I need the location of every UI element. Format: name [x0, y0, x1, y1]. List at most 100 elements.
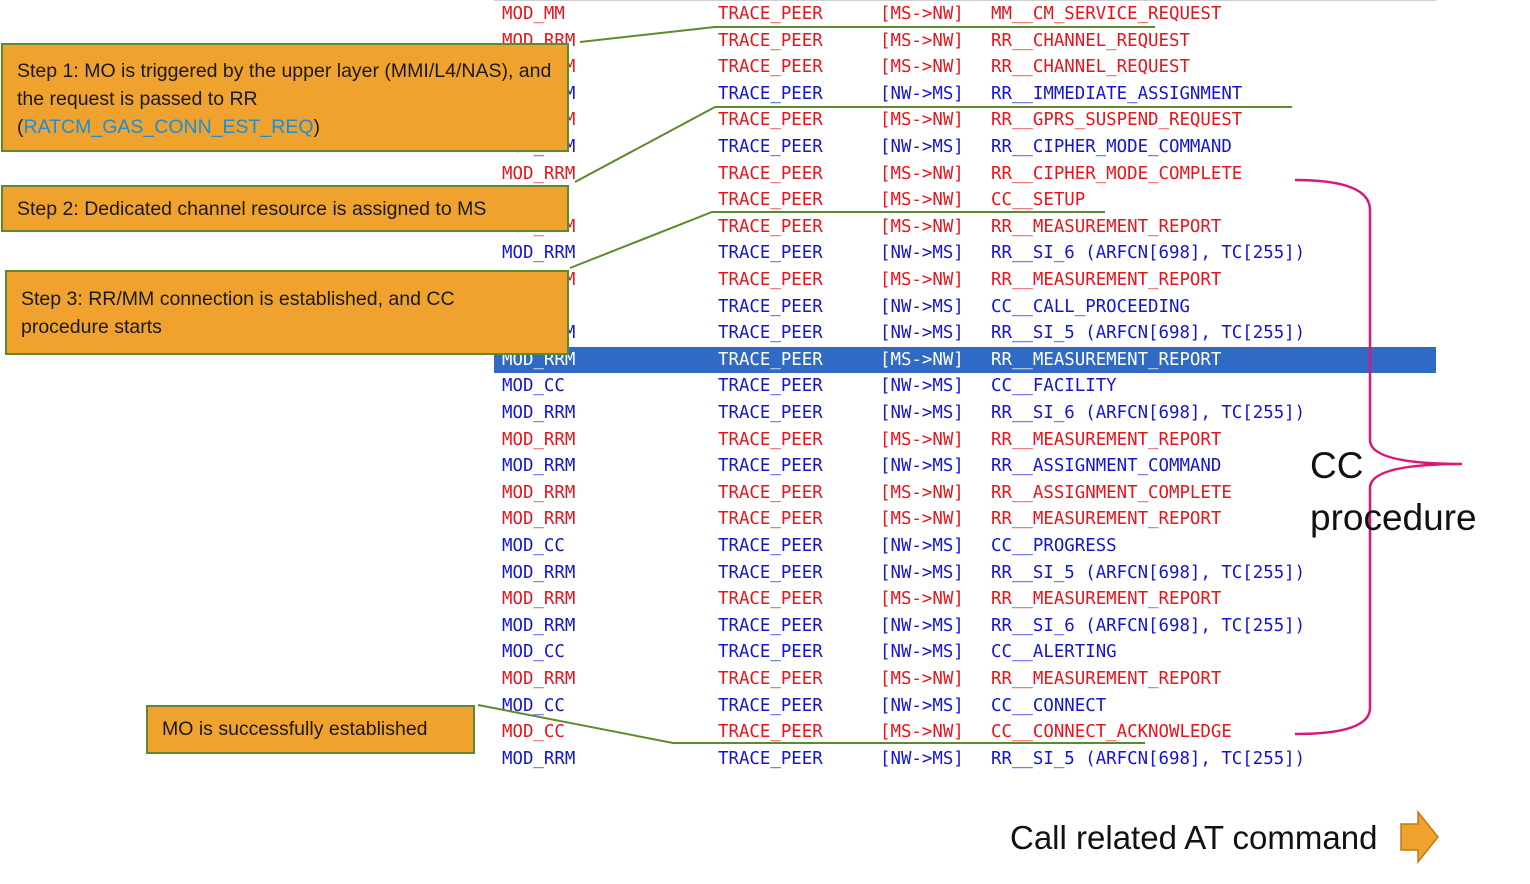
trace-message-cell: RR__CIPHER_MODE_COMPLETE [991, 163, 1243, 184]
trace-direction-cell: [MS->NW] [880, 589, 964, 610]
trace-direction-cell: [MS->NW] [880, 349, 964, 370]
trace-message-cell: RR__IMMEDIATE_ASSIGNMENT [991, 83, 1243, 104]
trace-message-cell: RR__CHANNEL_REQUEST [991, 30, 1190, 51]
trace-message-cell: RR__SI_5 (ARFCN[698], TC[255]) [991, 323, 1306, 344]
trace-type-cell: TRACE_PEER [718, 589, 823, 610]
trace-type-cell: TRACE_PEER [718, 695, 823, 716]
step3-text: Step 3: RR/MM connection is established,… [21, 288, 455, 338]
trace-message-cell: RR__SI_6 (ARFCN[698], TC[255]) [991, 243, 1306, 264]
trace-message-cell: RR__SI_5 (ARFCN[698], TC[255]) [991, 748, 1306, 769]
step2-leader-line [574, 106, 1292, 183]
trace-message-cell: CC__SETUP [991, 190, 1086, 211]
step1-request-name: RATCM_GAS_CONN_EST_REQ [23, 116, 314, 138]
trace-row[interactable]: MOD_RRMTRACE_PEER[NW->MS]RR__CIPHER_MODE… [494, 134, 1436, 161]
trace-row[interactable]: MOD_CCTRACE_PEER[NW->MS]CC__CALL_PROCEED… [494, 294, 1436, 321]
trace-type-cell: TRACE_PEER [718, 669, 823, 689]
trace-type-cell: TRACE_PEER [718, 509, 823, 530]
trace-type-cell: TRACE_PEER [718, 456, 823, 477]
trace-type-cell: TRACE_PEER [718, 190, 823, 211]
trace-direction-cell: [MS->NW] [880, 669, 964, 689]
trace-message-cell: RR__ASSIGNMENT_COMMAND [991, 456, 1222, 477]
trace-direction-cell: [NW->MS] [880, 296, 964, 317]
trace-message-cell: RR__CHANNEL_REQUEST [991, 57, 1190, 78]
trace-module-cell: MOD_MM [502, 4, 565, 24]
trace-type-cell: TRACE_PEER [718, 57, 823, 78]
trace-direction-cell: [NW->MS] [880, 456, 964, 477]
trace-message-cell: CC__ALERTING [991, 642, 1117, 663]
arrow-right-icon[interactable] [1400, 810, 1440, 864]
trace-message-cell: RR__MEASUREMENT_REPORT [991, 216, 1222, 237]
trace-type-cell: TRACE_PEER [718, 642, 823, 663]
call-related-at-command-link[interactable]: Call related AT command [1010, 819, 1378, 856]
trace-type-cell: TRACE_PEER [718, 296, 823, 317]
trace-module-cell: MOD_CC [502, 536, 565, 556]
step3-leader-line [569, 211, 1105, 269]
trace-type-cell: TRACE_PEER [718, 403, 823, 423]
trace-module-cell: MOD_RRM [502, 163, 576, 184]
trace-direction-cell: [NW->MS] [880, 748, 964, 769]
established-callout: MO is successfully established [146, 705, 475, 754]
trace-type-cell: TRACE_PEER [718, 163, 823, 184]
trace-direction-cell: [MS->NW] [880, 110, 964, 131]
trace-type-cell: TRACE_PEER [718, 110, 823, 131]
step1-close-paren: ) [313, 116, 321, 138]
trace-type-cell: TRACE_PEER [718, 536, 823, 556]
trace-module-cell: MOD_RRM [502, 509, 576, 530]
trace-module-cell: MOD_RRM [502, 243, 576, 264]
trace-type-cell: TRACE_PEER [718, 243, 823, 264]
trace-module-cell: MOD_RRM [502, 482, 576, 503]
step1-text: Step 1: MO is triggered by the upper lay… [17, 60, 552, 110]
trace-module-cell: MOD_CC [502, 722, 565, 743]
trace-direction-cell: [MS->NW] [880, 722, 964, 743]
trace-message-cell: RR__MEASUREMENT_REPORT [991, 270, 1222, 290]
trace-module-cell: MOD_RRM [502, 589, 576, 610]
trace-direction-cell: [NW->MS] [880, 323, 964, 344]
trace-module-cell: MOD_CC [502, 642, 565, 663]
trace-module-cell: MOD_RRM [502, 403, 576, 423]
trace-type-cell: TRACE_PEER [718, 323, 823, 344]
trace-direction-cell: [NW->MS] [880, 137, 964, 157]
trace-message-cell: RR__MEASUREMENT_REPORT [991, 429, 1222, 450]
trace-message-cell: CC__CONNECT [991, 695, 1107, 716]
cc-label-line2: procedure [1310, 497, 1477, 538]
trace-direction-cell: [MS->NW] [880, 509, 964, 530]
trace-type-cell: TRACE_PEER [718, 270, 823, 290]
trace-module-cell: MOD_RRM [502, 615, 576, 636]
trace-message-cell: CC__PROGRESS [991, 536, 1117, 556]
trace-direction-cell: [NW->MS] [880, 615, 964, 636]
trace-message-cell: MM__CM_SERVICE_REQUEST [991, 4, 1222, 24]
step1-leader-line [579, 26, 1155, 43]
trace-direction-cell: [MS->NW] [880, 4, 964, 24]
trace-message-cell: RR__SI_6 (ARFCN[698], TC[255]) [991, 403, 1306, 423]
trace-type-cell: TRACE_PEER [718, 30, 823, 51]
trace-row[interactable]: MOD_RRM TRACE_PEER [NW->MS] RR__SI_6 (ARFCN… [494, 400, 1436, 427]
trace-message-cell: RR__GPRS_SUSPEND_REQUEST [991, 110, 1243, 131]
trace-direction-cell: [MS->NW] [880, 30, 964, 51]
step2-text: Step 2: Dedicated channel resource is as… [17, 198, 487, 220]
trace-log-list[interactable]: MOD_MM TRACE_PEER [MS->NW] MM__CM_SERVICE_R… [494, 0, 1436, 773]
trace-direction-cell: [NW->MS] [880, 403, 964, 423]
trace-message-cell: CC__FACILITY [991, 376, 1117, 397]
trace-type-cell: TRACE_PEER [718, 562, 823, 583]
trace-direction-cell: [MS->NW] [880, 429, 964, 450]
trace-type-cell: TRACE_PEER [718, 748, 823, 769]
trace-module-cell: MOD_RRM [502, 562, 576, 583]
